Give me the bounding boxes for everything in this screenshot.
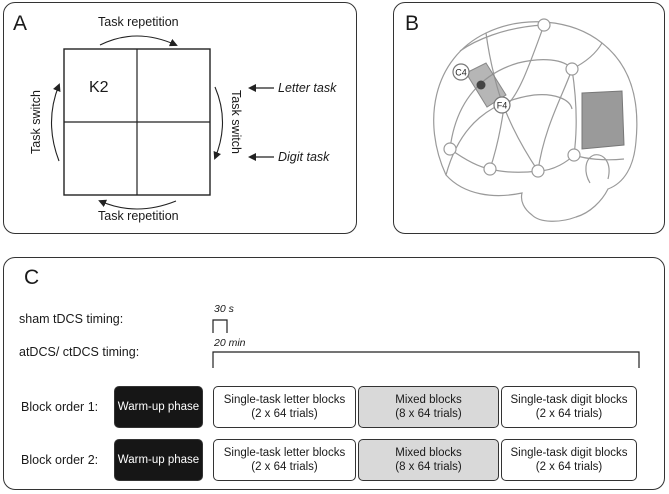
- row-2-mixed-block: Mixed blocks (8 x 64 trials): [358, 439, 499, 481]
- row-1-digit-line1: Single-task digit blocks: [510, 394, 628, 406]
- c4-electrode-dot: [476, 80, 486, 90]
- block-order-2-label: Block order 2:: [21, 453, 99, 467]
- row-1-letter-line2: (2 x 64 trials): [251, 408, 318, 420]
- row-2-mixed-line2: (8 x 64 trials): [395, 461, 462, 473]
- row-2-digit-block: Single-task digit blocks (2 x 64 trials): [501, 439, 637, 481]
- row-1-letter-line1: Single-task letter blocks: [223, 394, 346, 406]
- row-1-warmup-label: Warm-up phase: [117, 401, 200, 413]
- panel-c-label: C: [24, 266, 40, 289]
- letter-task-label: Letter task: [278, 81, 337, 95]
- panel-a-label: A: [13, 12, 28, 35]
- row-1-warmup-box: Warm-up phase: [114, 386, 203, 428]
- row-1-digit-block: Single-task digit blocks (2 x 64 trials): [501, 386, 637, 428]
- grid-cell-label: K2: [89, 79, 109, 96]
- sham-duration-label: 30 s: [214, 303, 234, 315]
- panel-c: C sham tDCS timing: 30 s atDCS/ ctDCS ti…: [3, 257, 665, 490]
- row-1-mixed-block: Mixed blocks (8 x 64 trials): [358, 386, 499, 428]
- row-2-warmup-box: Warm-up phase: [114, 439, 203, 481]
- digit-task-label: Digit task: [278, 150, 330, 164]
- row-2-letter-line1: Single-task letter blocks: [223, 447, 346, 459]
- row-1-letter-block: Single-task letter blocks (2 x 64 trials…: [213, 386, 356, 428]
- sham-timing-label: sham tDCS timing:: [19, 312, 124, 326]
- bottom-repetition-arrow: [98, 199, 177, 210]
- left-arrow-label: Task switch: [29, 90, 43, 154]
- row-2-letter-block: Single-task letter blocks (2 x 64 trials…: [213, 439, 356, 481]
- row-2-digit-line1: Single-task digit blocks: [510, 447, 628, 459]
- bottom-arrow-label: Task repetition: [98, 209, 179, 223]
- ear-outline: [585, 154, 610, 184]
- row-2-digit-line2: (2 x 64 trials): [535, 461, 603, 473]
- f4-electrode-label: F4: [497, 101, 508, 111]
- right-switch-arrow: [213, 86, 223, 160]
- top-arrow-label: Task repetition: [98, 15, 179, 29]
- sham-timing-pulse: [212, 319, 228, 333]
- head-electrode-diagram: C4 F4: [433, 18, 638, 222]
- active-duration-label: 20 min: [214, 337, 246, 349]
- row-1-mixed-line1: Mixed blocks: [395, 394, 462, 406]
- row-1-mixed-line2: (8 x 64 trials): [395, 408, 462, 420]
- right-arrow-label: Task switch: [229, 90, 243, 154]
- stimulation-timelines: [212, 319, 640, 368]
- active-timing-bracket: [212, 351, 640, 368]
- return-electrode-pad: [581, 90, 625, 150]
- c4-stimulation-pad: [465, 62, 507, 108]
- task-grid-diagram: Task switch Task switch: [29, 35, 274, 210]
- panel-b: B: [393, 2, 665, 234]
- panel-a: A Task switch Task switch Task repetitio…: [3, 2, 357, 234]
- c4-electrode-label: C4: [455, 68, 467, 78]
- row-1-digit-line2: (2 x 64 trials): [535, 408, 603, 420]
- row-2-mixed-line1: Mixed blocks: [395, 447, 462, 459]
- row-2-warmup-label: Warm-up phase: [117, 454, 200, 466]
- left-switch-arrow: [51, 83, 61, 162]
- top-repetition-arrow: [99, 35, 178, 47]
- block-order-1-label: Block order 1:: [21, 400, 99, 414]
- panel-b-label: B: [405, 12, 420, 35]
- active-timing-label: atDCS/ ctDCS timing:: [19, 345, 140, 359]
- row-2-letter-line2: (2 x 64 trials): [251, 461, 318, 473]
